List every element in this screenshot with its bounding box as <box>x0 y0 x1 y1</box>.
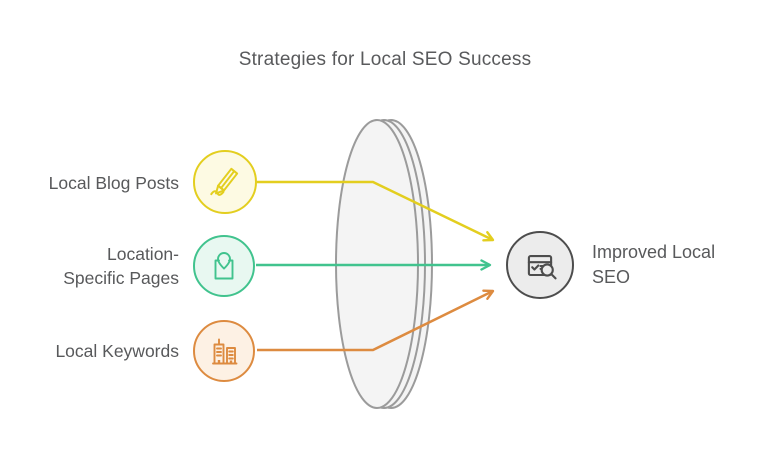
input-label-blog-posts: Local Blog Posts <box>48 173 179 193</box>
connector-blog-posts <box>257 180 495 242</box>
node-improved-seo <box>506 231 574 299</box>
connector-local-keywords <box>257 289 495 352</box>
node-local-keywords <box>193 320 255 382</box>
node-location-pages <box>193 235 255 297</box>
map-pin-icon <box>214 252 234 280</box>
node-blog-posts <box>193 150 257 214</box>
input-label-local-keywords: Local Keywords <box>55 341 179 361</box>
diagram-title: Strategies for Local SEO Success <box>238 49 532 70</box>
pen-signature-icon <box>210 167 239 196</box>
buildings-icon <box>212 338 238 365</box>
input-label-location-pages: Location- Specific Pages <box>63 244 179 288</box>
serp-magnifier-icon <box>527 255 557 280</box>
output-label-improved-seo: Improved Local SEO <box>592 242 716 287</box>
